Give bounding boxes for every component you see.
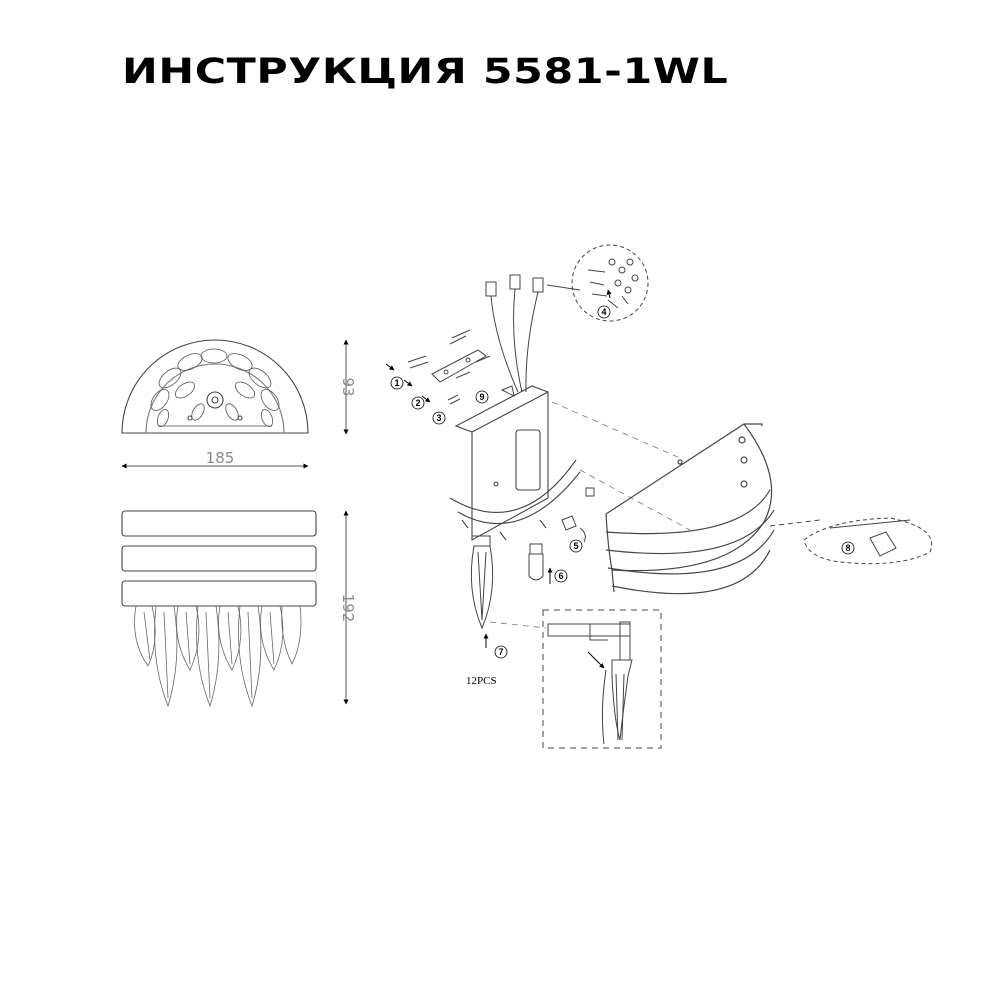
callout-9-label: 9 [479,392,484,402]
callout-8: 8 [841,541,855,555]
base-bracket [449,385,581,541]
callout-4-label: 4 [601,307,606,317]
crystal-hook-detail [542,609,662,749]
front-view-crystals [134,605,302,708]
callout-6-label: 6 [558,571,563,581]
bulb [528,543,544,581]
terminal-detail [571,244,649,322]
mounting-plate [407,329,491,383]
callout-2-label: 2 [415,398,420,408]
callout-7-label: 7 [498,647,503,657]
callout-4: 4 [597,305,611,319]
dimension-height-top-label: 93 [339,377,357,396]
callout-7: 7 [494,645,508,659]
callout-6: 6 [554,569,568,583]
shade [605,423,775,595]
callout-2: 2 [411,396,425,410]
callout-8-label: 8 [845,543,850,553]
dimension-height-side-label: 192 [339,594,357,623]
dimension-width-label: 185 [206,449,235,467]
callout-5: 5 [569,539,583,553]
top-view-crystals [150,348,280,428]
callout-1-label: 1 [394,378,399,388]
page-title: ИНСТРУКЦИЯ 5581-1WL [122,52,729,92]
top-view [121,339,309,434]
callout-3-label: 3 [436,413,441,423]
callout-9: 9 [475,390,489,404]
crystal-pendant [470,535,494,630]
callout-arrows [385,289,612,648]
wiring [485,274,581,393]
screws [447,385,595,543]
front-view [121,510,317,708]
guide-lines [489,401,691,629]
callout-1: 1 [390,376,404,390]
shade-screw-detail [769,517,932,565]
callout-5-label: 5 [573,541,578,551]
callout-3: 3 [432,411,446,425]
crystal-quantity-label: 12PCS [466,675,497,687]
